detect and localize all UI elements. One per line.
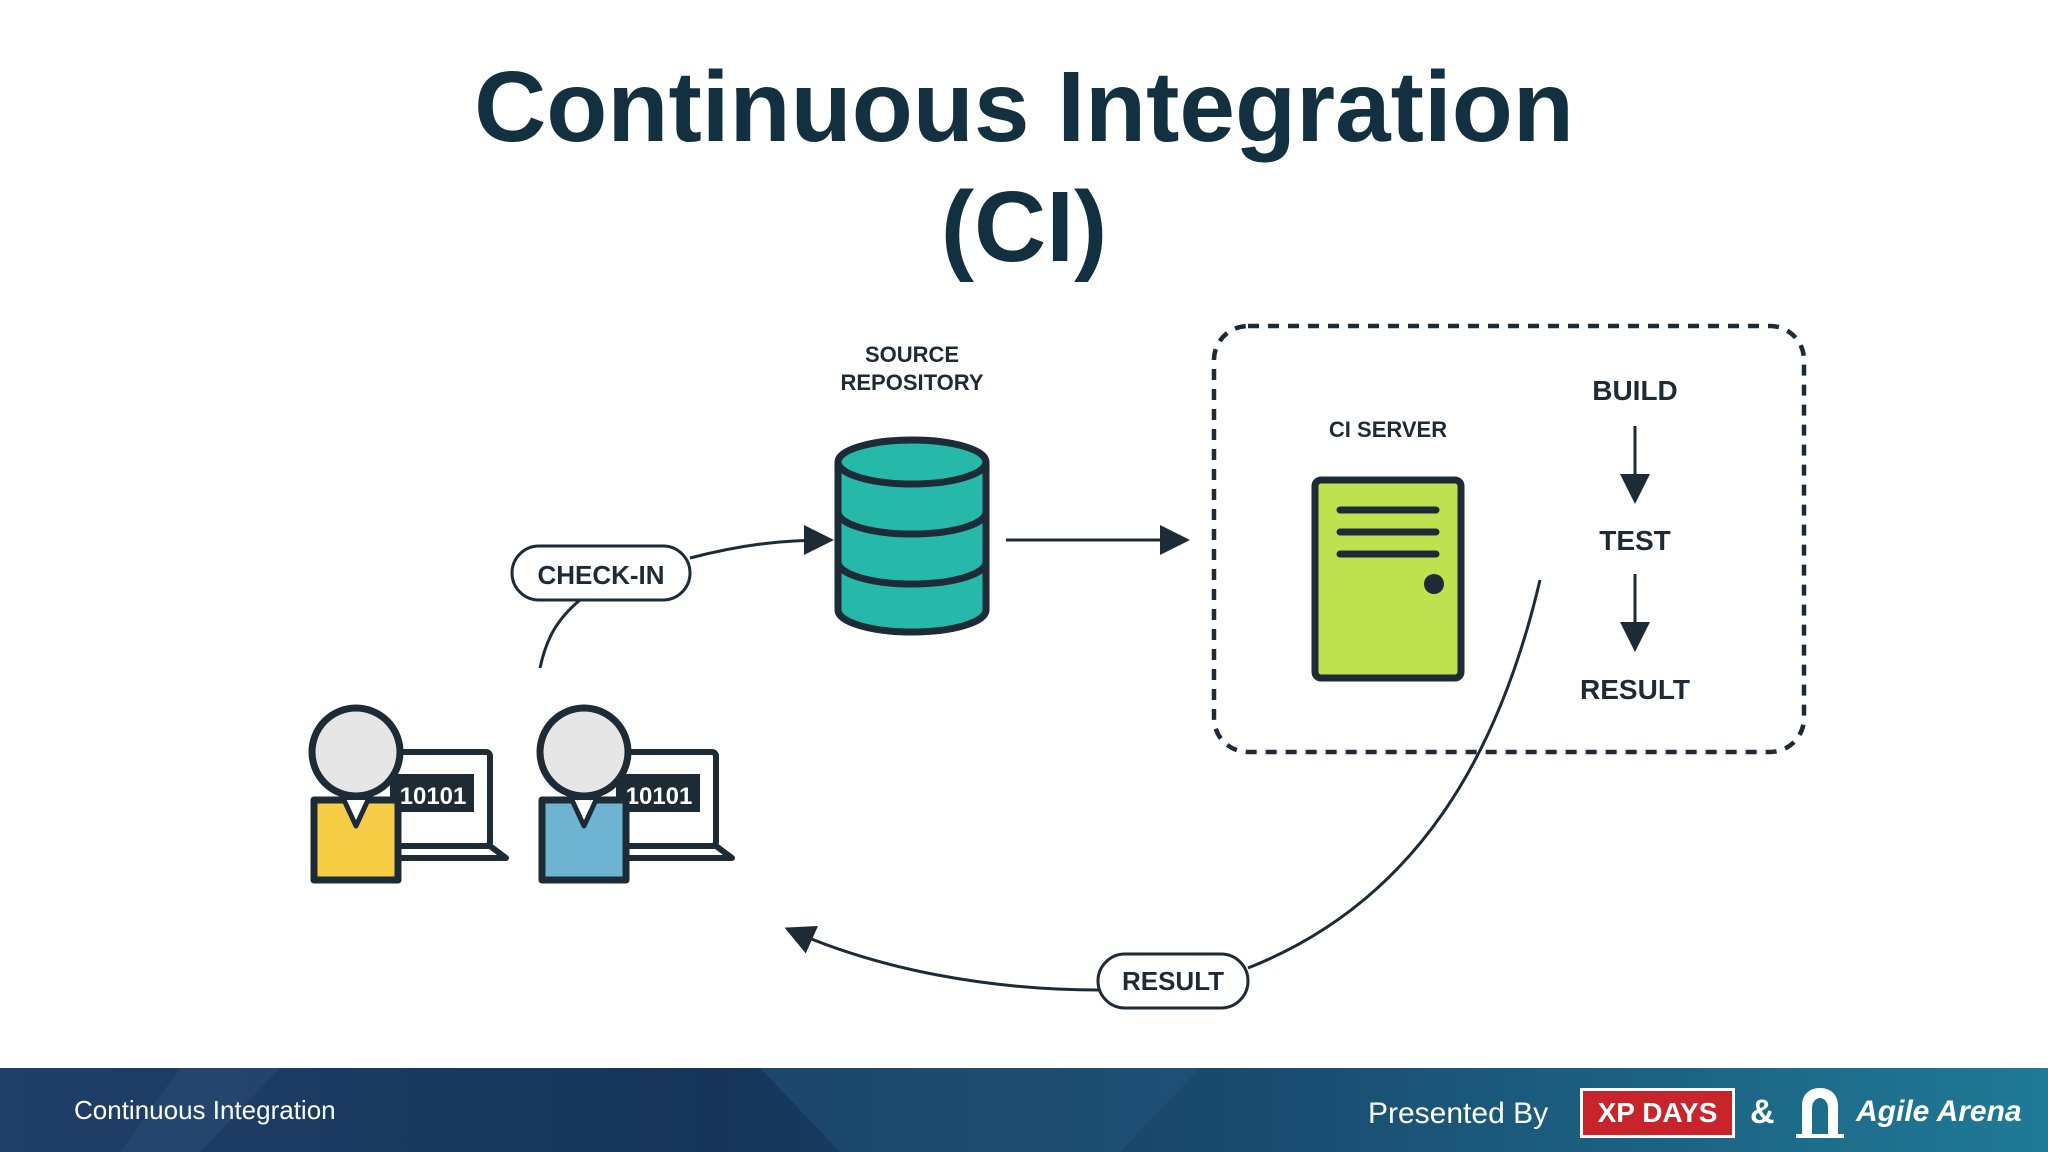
laptop-code-label: 10101 bbox=[626, 783, 693, 810]
person-icon bbox=[536, 704, 632, 884]
agile-arena-logo-icon bbox=[1796, 1088, 1844, 1138]
footer-background-shapes bbox=[120, 1068, 1200, 1152]
laptop-code-label: 10101 bbox=[400, 783, 467, 810]
check-in-pill: CHECK-IN bbox=[510, 544, 692, 602]
presented-by-label: Presented By bbox=[1368, 1097, 1549, 1130]
source-repository-label-line1: SOURCE bbox=[865, 342, 959, 367]
footer-bar: Continuous Integration Presented By bbox=[0, 1068, 2048, 1152]
pipeline-step-test: TEST bbox=[1599, 525, 1671, 556]
check-in-arrow bbox=[689, 525, 834, 560]
pipeline-step-build: BUILD bbox=[1592, 375, 1678, 406]
developer-1: 10101 bbox=[308, 704, 509, 884]
database-icon bbox=[834, 436, 990, 636]
ci-environment-box bbox=[1211, 323, 1807, 755]
result-pill: RESULT bbox=[1096, 952, 1250, 1010]
result-pill-label: RESULT bbox=[1122, 966, 1224, 996]
check-in-label: CHECK-IN bbox=[537, 560, 664, 590]
agile-arena-logo-text: Agile Arena bbox=[1856, 1095, 2022, 1128]
result-feedback-arrow bbox=[784, 926, 1101, 992]
xp-days-logo: XP DAYS bbox=[1580, 1088, 1735, 1138]
check-in-connector bbox=[538, 598, 581, 669]
ci-diagram: SOURCE REPOSITORY CHECK-IN CI SERVER BUI… bbox=[308, 323, 1807, 1010]
source-repository-label-line2: REPOSITORY bbox=[840, 370, 983, 395]
footer-title: Continuous Integration bbox=[74, 1095, 336, 1125]
ampersand: & bbox=[1750, 1093, 1775, 1131]
pipeline-step-result: RESULT bbox=[1580, 674, 1690, 705]
result-feedback-curve bbox=[1247, 579, 1542, 970]
slide-title-abbreviation: (CI) bbox=[940, 171, 1108, 283]
ci-server-label: CI SERVER bbox=[1329, 417, 1447, 442]
laptop-icon: 10101 bbox=[616, 749, 735, 861]
slide-title: Continuous Integration bbox=[474, 51, 1574, 163]
person-icon bbox=[308, 704, 404, 884]
laptop-icon: 10101 bbox=[390, 749, 509, 861]
developer-2: 10101 bbox=[536, 704, 735, 884]
server-icon bbox=[1311, 476, 1465, 682]
